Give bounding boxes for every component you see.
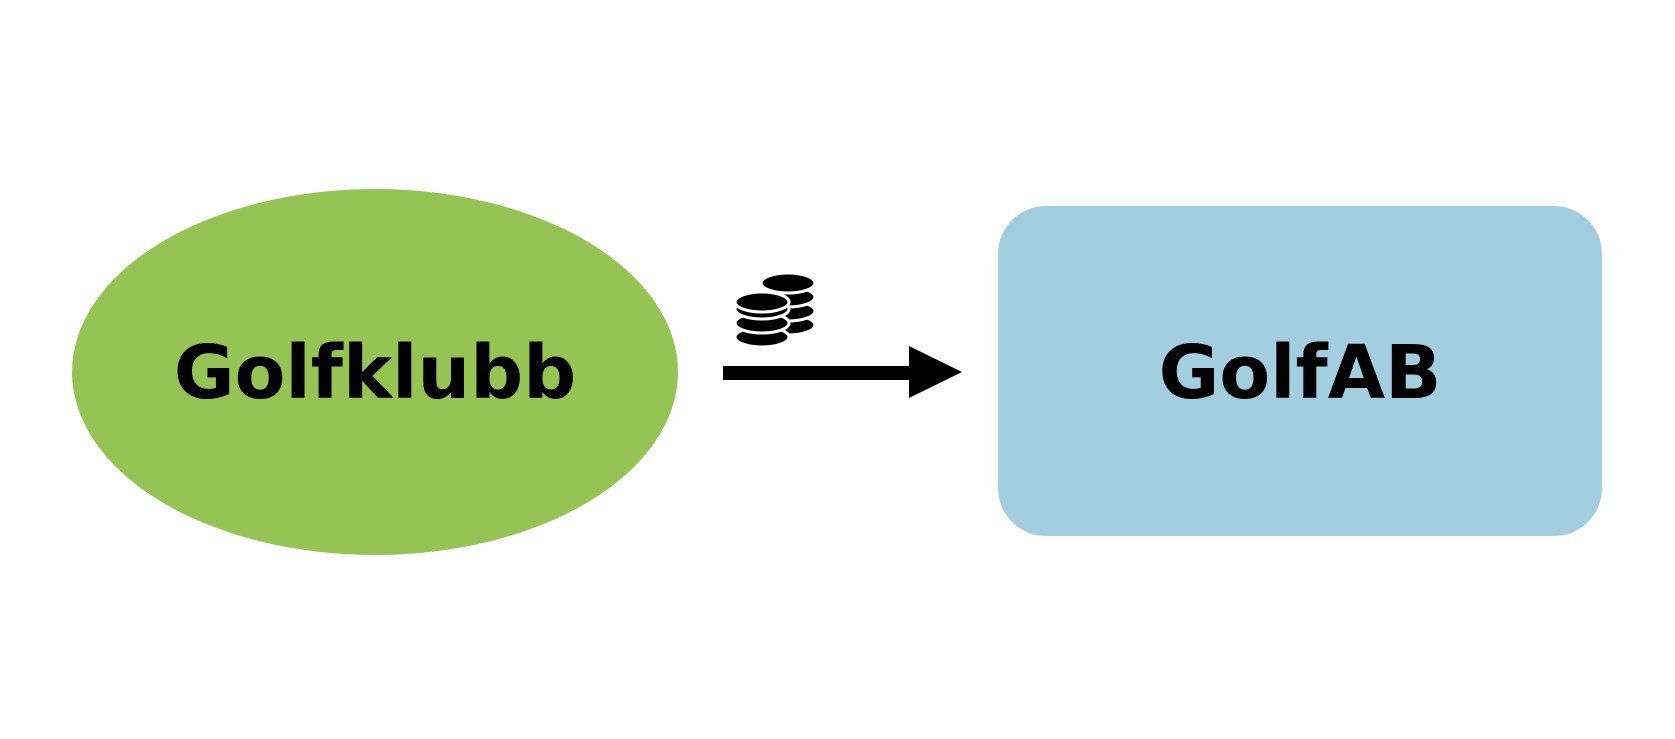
target-node-label: GolfAB (1159, 330, 1442, 416)
arrow-shaft (723, 366, 913, 380)
source-node-label: Golfklubb (174, 330, 576, 416)
target-node-shape (998, 206, 1602, 536)
coins-icon (733, 271, 817, 349)
source-node-shape (72, 189, 678, 555)
flow-arrow (723, 346, 962, 398)
source-node: Golfklubb (72, 189, 678, 555)
connector (723, 271, 962, 398)
target-node: GolfAB (998, 206, 1602, 536)
arrow-head (909, 346, 962, 398)
